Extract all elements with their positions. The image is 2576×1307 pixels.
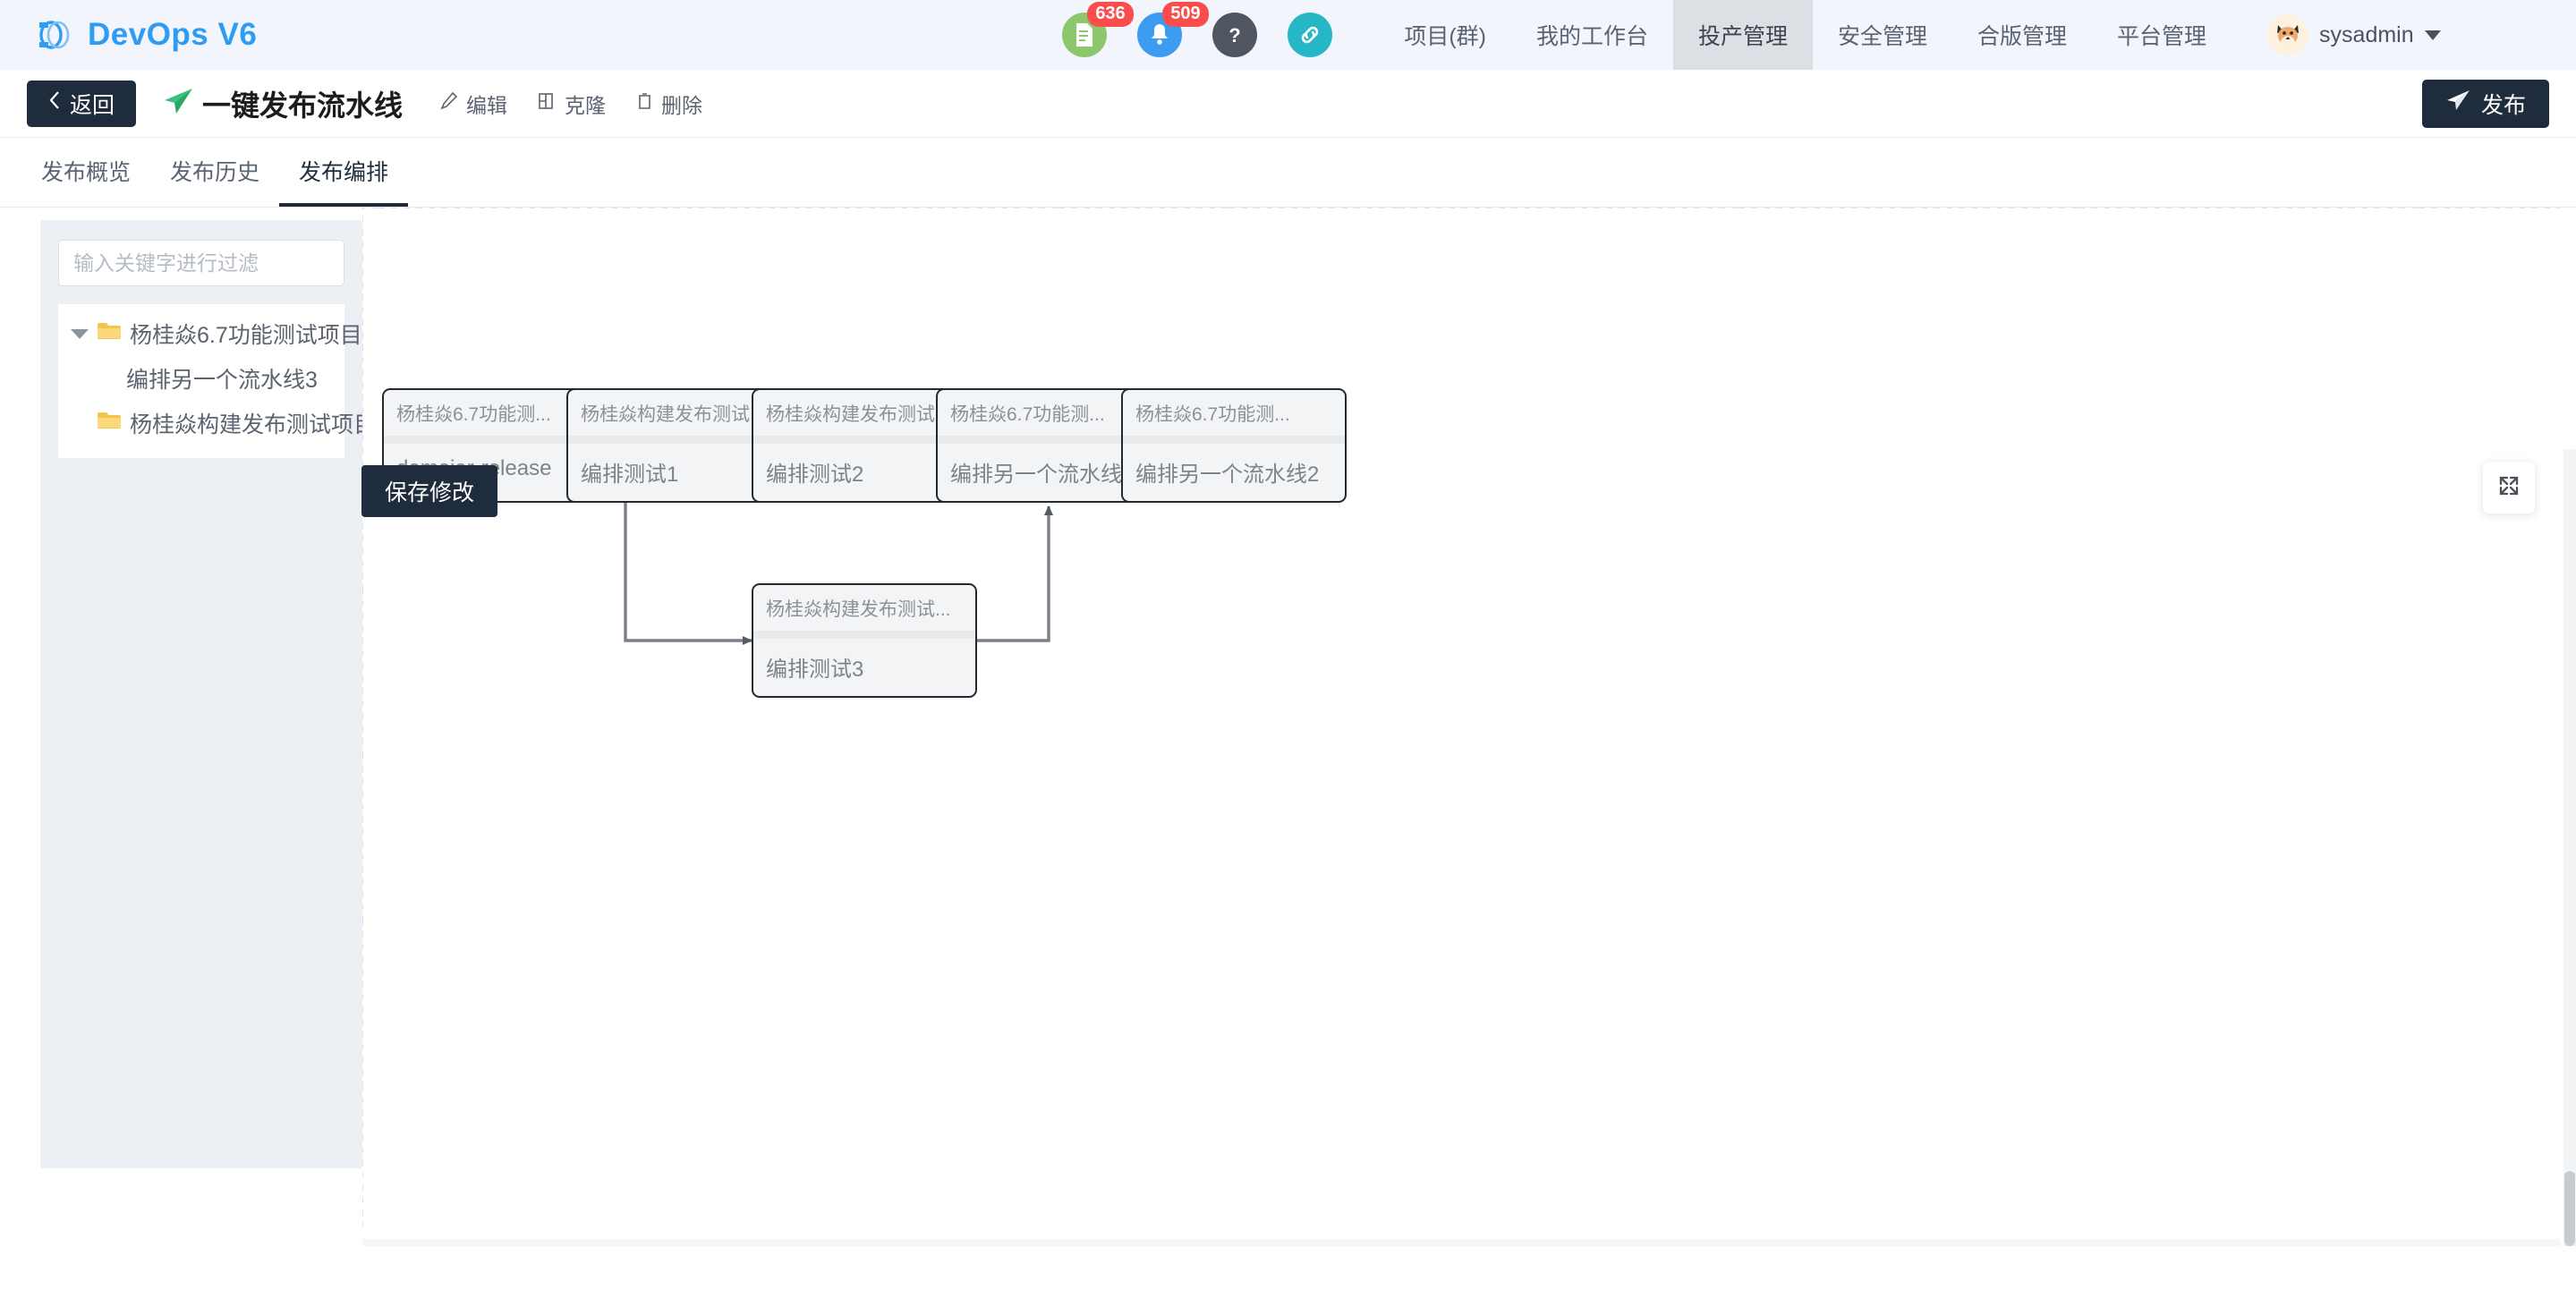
tree-item-label: 杨桂焱6.7功能测试项目 (130, 323, 362, 348)
flow-node-project: 杨桂焱构建发布测试... (581, 404, 766, 425)
chevron-left-icon (48, 90, 61, 116)
flow-node-name: 编排另一个流水线2 (1135, 463, 1320, 487)
flow-node-project: 杨桂焱6.7功能测... (950, 404, 1105, 425)
pencil-icon (440, 91, 458, 116)
flow-canvas[interactable]: 杨桂焱6.7功能测... demojar-release 杨桂焱构建发布测试..… (362, 208, 2560, 1226)
flow-edges (561, 441, 1161, 645)
help-icon[interactable]: ? (1212, 13, 1258, 57)
tree-item-label: 编排另一个流水线3 (126, 368, 318, 393)
vertical-scrollbar[interactable] (2563, 449, 2576, 1246)
vertical-scrollbar-thumb[interactable] (2564, 1171, 2575, 1246)
tree-item-project-2[interactable]: 杨桂焱构建发布测试项目 (58, 401, 376, 446)
svg-text:?: ? (1229, 24, 1241, 47)
project-tree: 杨桂焱6.7功能测试项目 编排另一个流水线3 杨桂焱构建发布测试项目 (58, 304, 376, 458)
tree-item-pipeline-1[interactable]: 编排另一个流水线3 (58, 356, 344, 401)
chevron-down-icon[interactable] (2424, 30, 2441, 40)
clone-label: 克隆 (565, 93, 607, 117)
publish-label: 发布 (2480, 92, 2526, 118)
help-icon-wrapper[interactable]: ? (1212, 13, 1258, 57)
flow-node-6[interactable]: 杨桂焱构建发布测试... 编排测试3 (752, 583, 977, 698)
delete-label: 删除 (661, 93, 703, 117)
trash-icon (636, 91, 653, 116)
devops-logo-icon (36, 16, 73, 54)
flow-node-name: 编排另一个流水线1 (950, 463, 1135, 487)
document-badge: 636 (1087, 2, 1134, 27)
tab-orchestration[interactable]: 发布编排 (279, 155, 409, 207)
user-name: sysadmin (2319, 21, 2414, 47)
flow-node-divider (384, 436, 606, 444)
flow-node-project: 杨桂焱构建发布测试... (766, 599, 951, 620)
page-body: 杨桂焱6.7功能测试项目 编排另一个流水线3 杨桂焱构建发布测试项目 (0, 208, 2576, 1246)
nav-item-workbench[interactable]: 我的工作台 (1535, 24, 1648, 49)
avatar (2267, 14, 2309, 55)
toolbar-actions: 编辑 克隆 删除 (440, 89, 702, 119)
nav-item-production[interactable]: 投产管理 (1672, 0, 1813, 70)
search-input[interactable] (58, 240, 344, 286)
paper-plane-icon-white (2445, 89, 2470, 117)
back-button-label: 返回 (70, 92, 115, 118)
flow-node-name: 编排测试2 (766, 463, 864, 487)
flow-node-project: 杨桂焱6.7功能测... (1135, 404, 1290, 425)
flow-node-divider (568, 436, 790, 444)
flow-node-name: 编排测试1 (581, 463, 679, 487)
save-button[interactable]: 保存修改 (361, 465, 498, 517)
chevron-down-icon[interactable] (71, 328, 89, 339)
clone-button[interactable]: 克隆 (538, 89, 606, 119)
folder-icon (97, 411, 122, 437)
folder-icon (97, 321, 122, 347)
fullscreen-button[interactable] (2483, 462, 2535, 513)
back-button[interactable]: 返回 (27, 80, 137, 127)
nav-item-platform[interactable]: 平台管理 (2117, 24, 2207, 49)
flow-node-divider (938, 436, 1160, 444)
edit-label: 编辑 (466, 93, 508, 117)
flow-node-divider (1123, 436, 1345, 444)
user-menu[interactable]: sysadmin (2267, 14, 2441, 55)
page-title: 一键发布流水线 (202, 89, 404, 122)
link-icon-wrapper[interactable] (1288, 13, 1333, 57)
paper-plane-icon (163, 88, 193, 119)
tree-item-project-1[interactable]: 杨桂焱6.7功能测试项目 (58, 311, 362, 356)
main-navigation: 项目(群) 我的工作台 投产管理 安全管理 合版管理 平台管理 (1379, 0, 2232, 70)
copy-icon (538, 91, 557, 116)
header-icon-group: 636 509 ? (1062, 2, 1333, 57)
fullscreen-icon (2496, 473, 2521, 503)
flow-node-project: 杨桂焱构建发布测试... (766, 404, 951, 425)
tab-overview[interactable]: 发布概览 (41, 160, 132, 185)
document-icon-wrapper[interactable]: 636 (1062, 2, 1134, 57)
nav-item-security[interactable]: 安全管理 (1838, 24, 1928, 49)
sidebar: 杨桂焱6.7功能测试项目 编排另一个流水线3 杨桂焱构建发布测试项目 (40, 220, 376, 1168)
page-toolbar: 返回 一键发布流水线 编辑 克隆 (0, 70, 2576, 138)
link-icon[interactable] (1288, 13, 1333, 57)
flow-node-divider (753, 631, 975, 639)
brand[interactable]: DevOps V6 (0, 16, 257, 54)
bell-icon-wrapper[interactable]: 509 (1137, 2, 1209, 57)
flow-node-project: 杨桂焱6.7功能测... (396, 404, 551, 425)
delete-button[interactable]: 删除 (636, 89, 702, 119)
horizontal-scrollbar[interactable] (362, 1239, 2560, 1246)
bell-badge: 509 (1162, 2, 1209, 27)
publish-button[interactable]: 发布 (2421, 79, 2549, 128)
tab-history[interactable]: 发布历史 (170, 160, 260, 185)
nav-item-merge[interactable]: 合版管理 (1977, 24, 2068, 49)
top-header: DevOps V6 636 509 ? (0, 0, 2576, 70)
flow-node-name: 编排测试3 (766, 658, 864, 682)
edit-button[interactable]: 编辑 (440, 89, 507, 119)
nav-item-projects[interactable]: 项目(群) (1404, 24, 1486, 49)
tree-item-label: 杨桂焱构建发布测试项目 (130, 412, 377, 437)
tab-bar: 发布概览 发布历史 发布编排 (0, 138, 2576, 208)
flow-node-5[interactable]: 杨桂焱6.7功能测... 编排另一个流水线2 (1121, 388, 1347, 503)
flow-node-divider (753, 436, 975, 444)
brand-name: DevOps V6 (88, 17, 258, 52)
